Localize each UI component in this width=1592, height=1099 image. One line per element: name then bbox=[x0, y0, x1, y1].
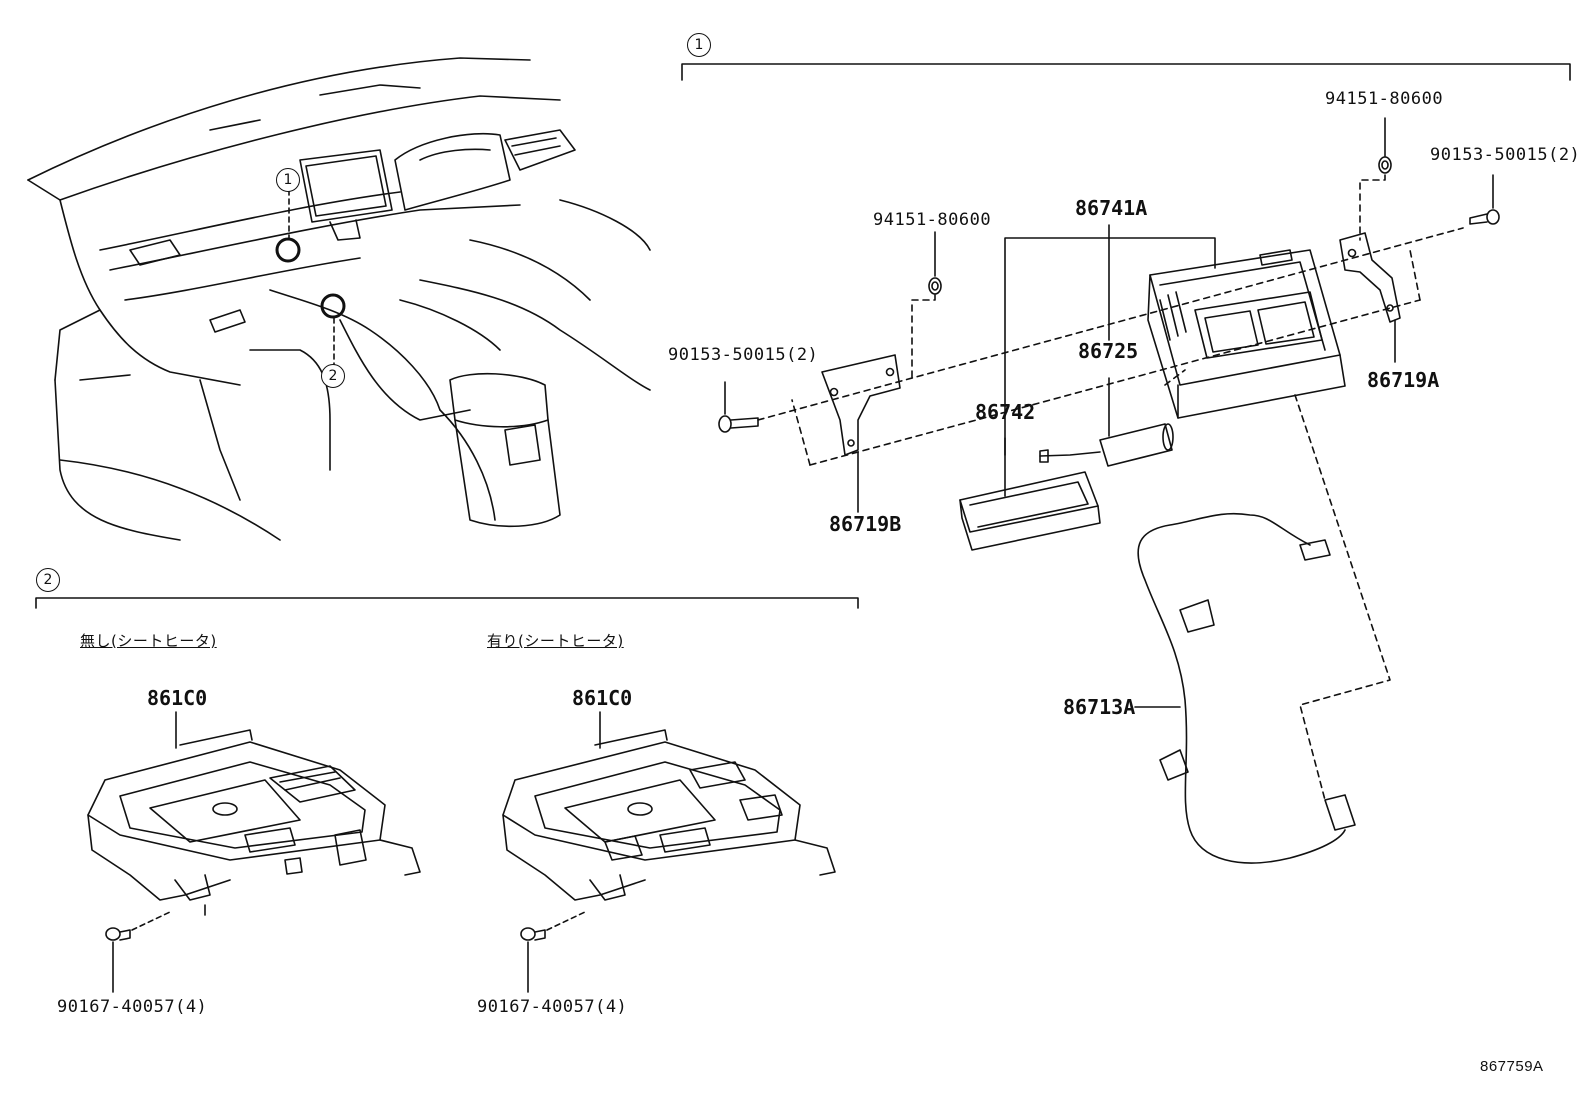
label-86741a: 86741A bbox=[1075, 196, 1148, 220]
leader-lines-group1 bbox=[724, 117, 1494, 708]
group2-bracket bbox=[35, 597, 859, 609]
label-861c0-right: 861C0 bbox=[572, 686, 633, 710]
panel-86742 bbox=[959, 471, 1101, 551]
bolt-90153-top bbox=[1469, 209, 1500, 225]
bracket-86719b bbox=[821, 354, 901, 456]
label-94151-80600-top: 94151-80600 bbox=[1325, 89, 1444, 109]
installation-dashed-lines bbox=[757, 174, 1464, 801]
label-90167-40057-right: 90167-40057(4) bbox=[477, 997, 628, 1017]
dashboard-illustration bbox=[27, 57, 651, 541]
bolt-90153-left bbox=[718, 415, 759, 433]
label-86742: 86742 bbox=[975, 400, 1036, 424]
group1-callout: 1 bbox=[687, 33, 711, 57]
group2-callout: 2 bbox=[36, 568, 60, 592]
label-90153-50015-top: 90153-50015(2) bbox=[1430, 145, 1581, 165]
label-86719a: 86719A bbox=[1367, 368, 1440, 392]
catalog-number: 867759A bbox=[1480, 1058, 1544, 1075]
charger-tray-right bbox=[502, 729, 836, 901]
group1-bracket bbox=[681, 63, 1571, 81]
label-94151-80600-mid: 94151-80600 bbox=[873, 210, 992, 230]
charger-tray-left bbox=[87, 729, 421, 916]
screw-90167-left bbox=[105, 927, 131, 941]
label-without-seat-heater: 無し(シートヒータ) bbox=[80, 632, 217, 650]
connector-86725 bbox=[1039, 423, 1174, 467]
dashboard-marker-2 bbox=[320, 293, 346, 319]
label-with-seat-heater: 有り(シートヒータ) bbox=[487, 632, 624, 650]
dashboard-callout-2: 2 bbox=[321, 364, 345, 388]
screw-90167-right bbox=[520, 927, 546, 941]
label-861c0-left: 861C0 bbox=[147, 686, 208, 710]
wire-harness-86713a bbox=[1137, 512, 1356, 864]
nut-94151-top bbox=[1378, 156, 1392, 174]
label-90153-50015-left: 90153-50015(2) bbox=[668, 345, 819, 365]
label-86725: 86725 bbox=[1078, 339, 1139, 363]
main-unit-86741a bbox=[1147, 249, 1346, 419]
label-90167-40057-left: 90167-40057(4) bbox=[57, 997, 208, 1017]
dashboard-callout-1: 1 bbox=[276, 168, 300, 192]
bracket-86719a bbox=[1339, 232, 1401, 323]
nut-94151-mid bbox=[928, 277, 942, 295]
label-86719b: 86719B bbox=[829, 512, 902, 536]
dashboard-marker-1 bbox=[275, 237, 301, 263]
label-86713a: 86713A bbox=[1063, 695, 1136, 719]
